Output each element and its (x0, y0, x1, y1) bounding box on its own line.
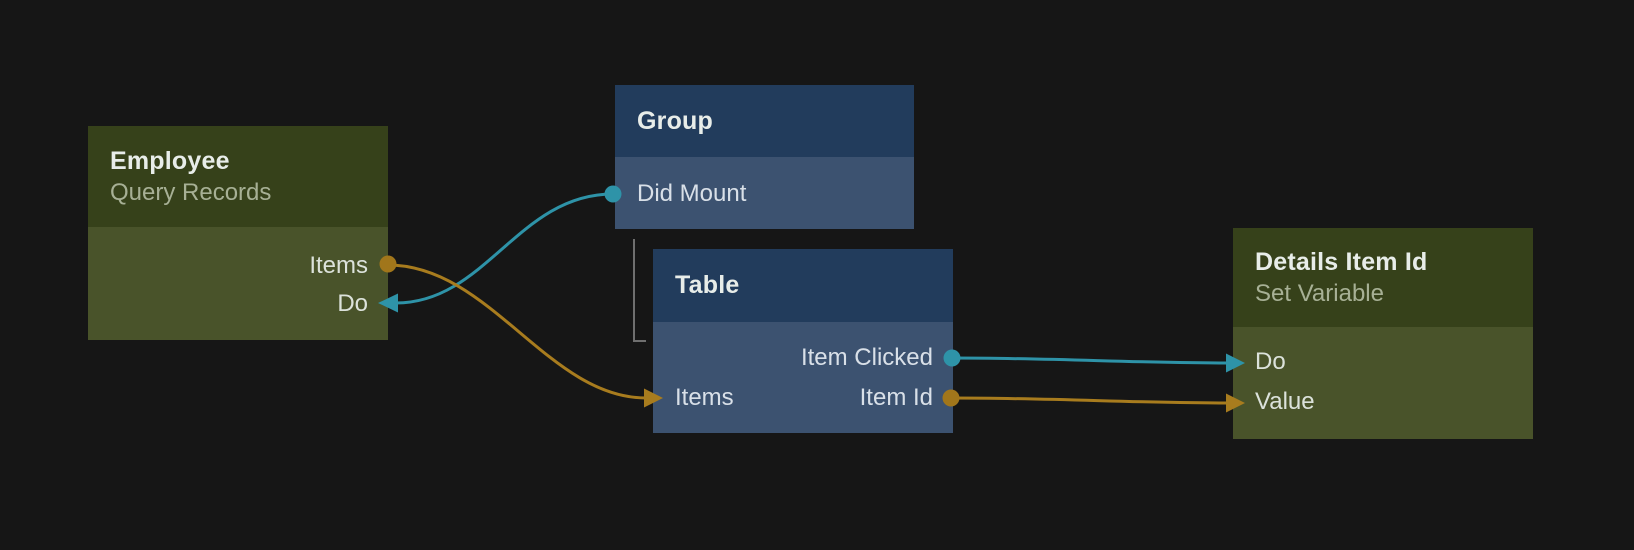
node-group-body: Did Mount (615, 157, 914, 229)
node-table-body: Item Clicked Items Item Id (653, 322, 953, 433)
node-group[interactable]: Group Did Mount (615, 85, 914, 229)
port-dot-table-itemid[interactable] (942, 389, 960, 407)
group-table-hierarchy-line (633, 239, 646, 342)
wire-employee-items-to-table-items[interactable] (387, 263, 663, 408)
arrowhead-table-items (644, 388, 663, 408)
wire-itemid-to-details-value[interactable] (950, 393, 1245, 413)
node-table-header: Table (653, 249, 953, 322)
port-table-itemid[interactable]: Item Id (859, 384, 933, 411)
port-employee-items[interactable]: Items (309, 252, 368, 279)
arrowhead-details-value (1226, 393, 1245, 413)
node-title: Table (675, 271, 740, 299)
port-details-value[interactable]: Value (1255, 388, 1315, 415)
port-group-didmount[interactable]: Did Mount (637, 180, 747, 207)
node-title: Employee (110, 146, 230, 175)
node-details-body: Do Value (1233, 327, 1533, 439)
node-employee-header: Employee Query Records (88, 126, 388, 227)
node-subtitle: Set Variable (1255, 279, 1384, 307)
wire-itemclicked-to-details-do[interactable] (951, 353, 1245, 373)
port-table-itemclicked[interactable]: Item Clicked (800, 344, 933, 371)
wire-didmount-to-employee-do[interactable] (378, 192, 614, 313)
node-group-header: Group (615, 85, 914, 157)
arrowhead-employee-do (378, 293, 398, 313)
port-dot-table-itemclicked[interactable] (943, 349, 961, 367)
port-details-do[interactable]: Do (1255, 348, 1286, 375)
node-employee-body: Items Do (88, 227, 388, 340)
arrowhead-details-do (1226, 353, 1245, 373)
node-details-header: Details Item Id Set Variable (1233, 228, 1533, 327)
node-title: Details Item Id (1255, 247, 1428, 276)
node-table[interactable]: Table Item Clicked Items Item Id (653, 249, 953, 433)
port-dot-employee-items[interactable] (379, 255, 397, 273)
port-dot-group-didmount[interactable] (604, 185, 622, 203)
port-table-items[interactable]: Items (675, 384, 734, 411)
node-subtitle: Query Records (110, 178, 272, 206)
port-employee-do[interactable]: Do (337, 290, 368, 317)
node-details-item-id[interactable]: Details Item Id Set Variable Do Value (1233, 228, 1533, 439)
node-title: Group (637, 106, 713, 135)
node-employee[interactable]: Employee Query Records Items Do (88, 126, 388, 340)
